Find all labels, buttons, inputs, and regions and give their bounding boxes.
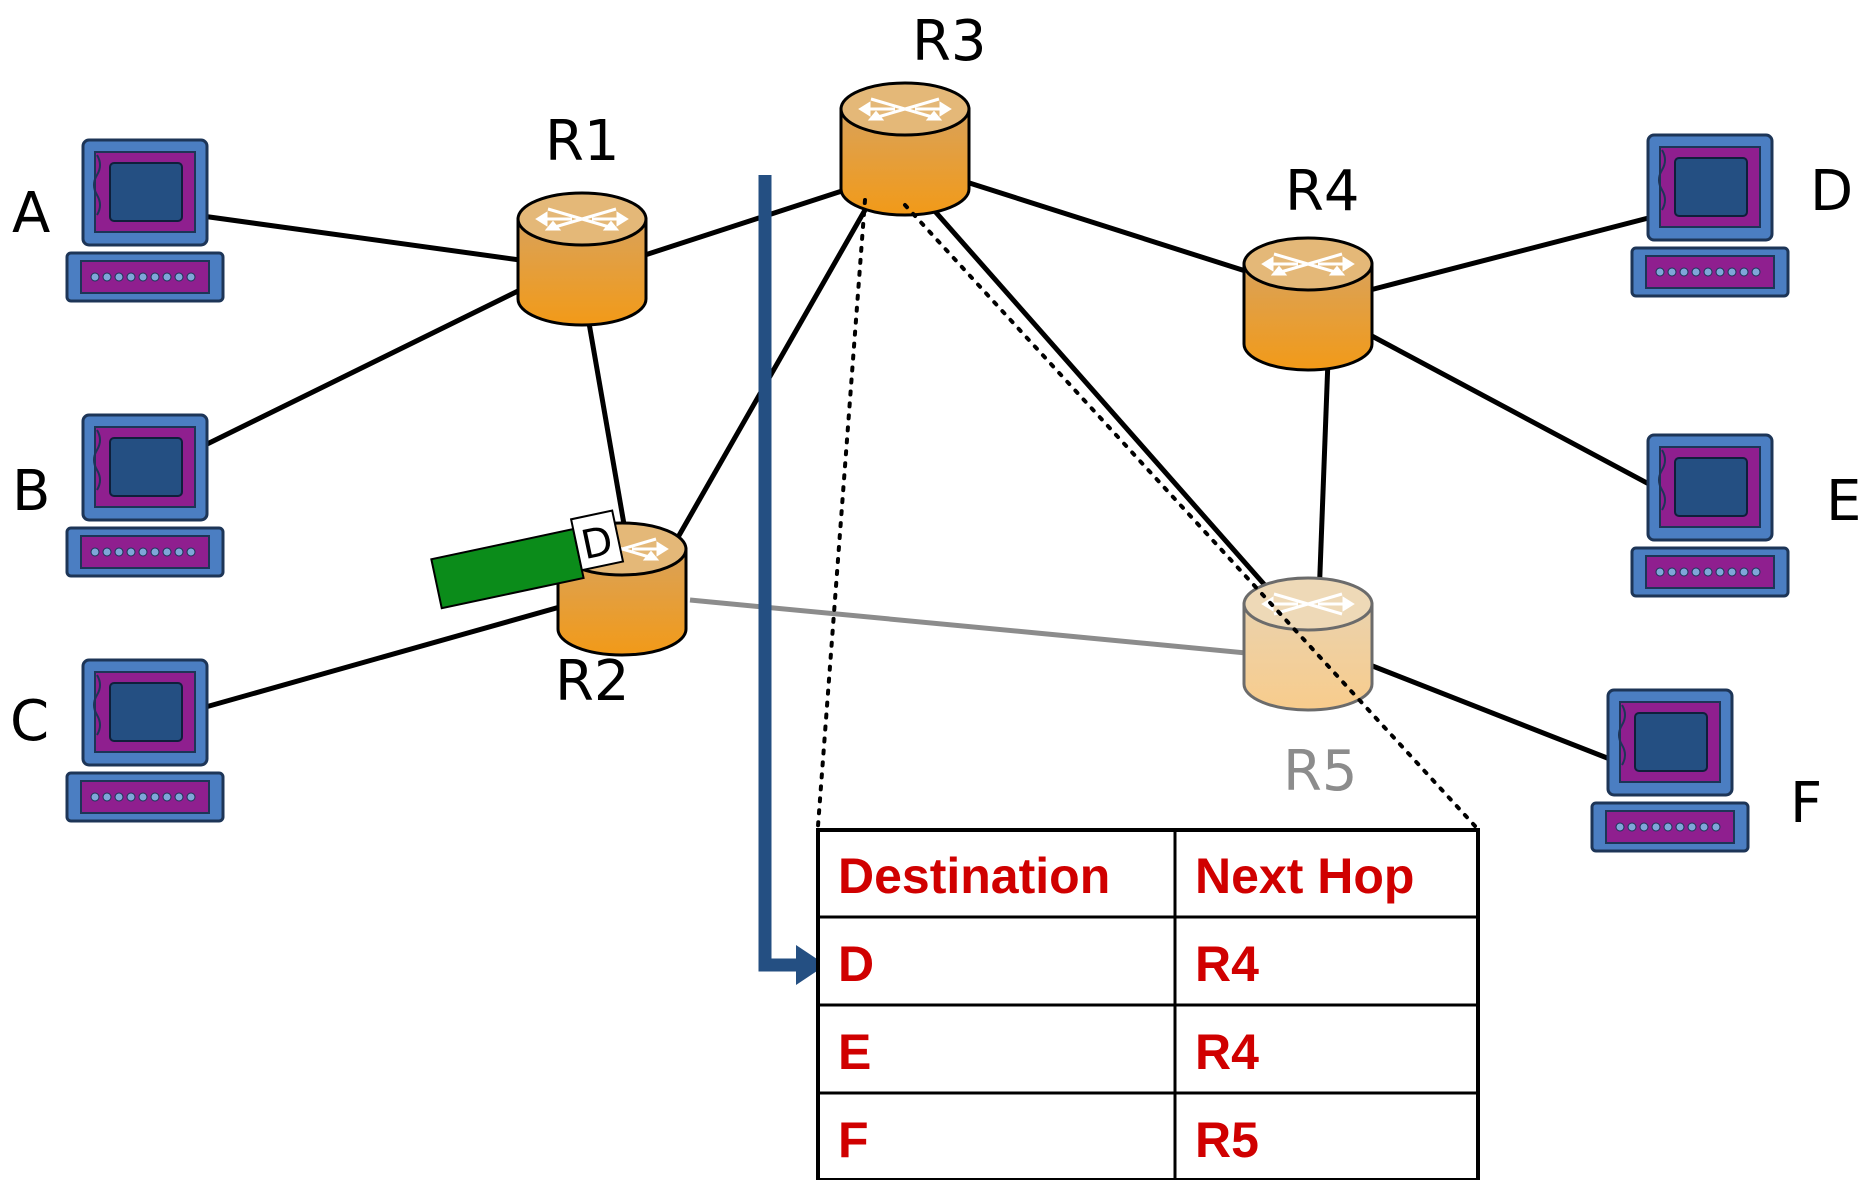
link-R3-R5: [923, 198, 1302, 627]
table-cell-next-hop: R4: [1195, 1024, 1259, 1080]
host-label-F: F: [1790, 771, 1822, 836]
host-C: [65, 658, 225, 823]
table-cell-next-hop: R5: [1195, 1112, 1259, 1168]
lookup-arrow: [758, 175, 826, 985]
computer-icon: [1630, 133, 1790, 298]
host-label-D: D: [1810, 159, 1853, 224]
host-label-C: C: [10, 689, 49, 754]
router-label-R1: R1: [545, 109, 620, 174]
router-icon: [516, 191, 648, 327]
link-B-R1: [193, 287, 522, 453]
packet: D: [430, 509, 625, 610]
table-cell-next-hop: R4: [1195, 936, 1259, 992]
computer-icon: [1630, 433, 1790, 598]
host-label-A: A: [12, 181, 50, 246]
table-header-destination: Destination: [838, 848, 1110, 904]
computer-icon: [1590, 688, 1750, 853]
link-A-R1: [194, 212, 521, 263]
router-label-R4: R4: [1285, 159, 1360, 224]
host-D: [1630, 133, 1790, 298]
forwarding-table: Destination Next Hop D R4 E R4 F R5: [816, 828, 1480, 1180]
router-label-R5: R5: [1283, 739, 1358, 804]
link-R4-E: [1368, 332, 1662, 493]
links: [193, 177, 1662, 768]
host-label-B: B: [12, 459, 50, 524]
router-icon: [839, 81, 971, 217]
router-R3: [839, 81, 971, 217]
link-R1-R3: [644, 187, 846, 258]
link-R1-R2: [582, 299, 628, 531]
computer-icon: [65, 138, 225, 303]
router-R4: [1242, 236, 1374, 372]
table-cell-destination: F: [838, 1112, 869, 1168]
host-E: [1630, 433, 1790, 598]
router-label-R2: R2: [555, 649, 630, 714]
packet-header: [569, 509, 625, 572]
host-F: [1590, 688, 1750, 853]
router-R1: [516, 191, 648, 327]
zoom-lines: [816, 198, 1477, 828]
router-icon: [1242, 236, 1374, 372]
computer-icon: [65, 658, 225, 823]
host-label-E: E: [1826, 469, 1861, 534]
table-header-next-hop: Next Hop: [1195, 848, 1414, 904]
computer-icon: [65, 413, 225, 578]
table-cell-destination: D: [838, 936, 874, 992]
host-A: [65, 138, 225, 303]
link-R2-R5: [689, 597, 1321, 663]
router-label-R3: R3: [912, 9, 987, 74]
table-cell-destination: E: [838, 1024, 871, 1080]
host-B: [65, 413, 225, 578]
link-R4-D: [1369, 212, 1661, 293]
link-R5-F: [1369, 662, 1626, 768]
link-C-R2: [194, 587, 621, 713]
